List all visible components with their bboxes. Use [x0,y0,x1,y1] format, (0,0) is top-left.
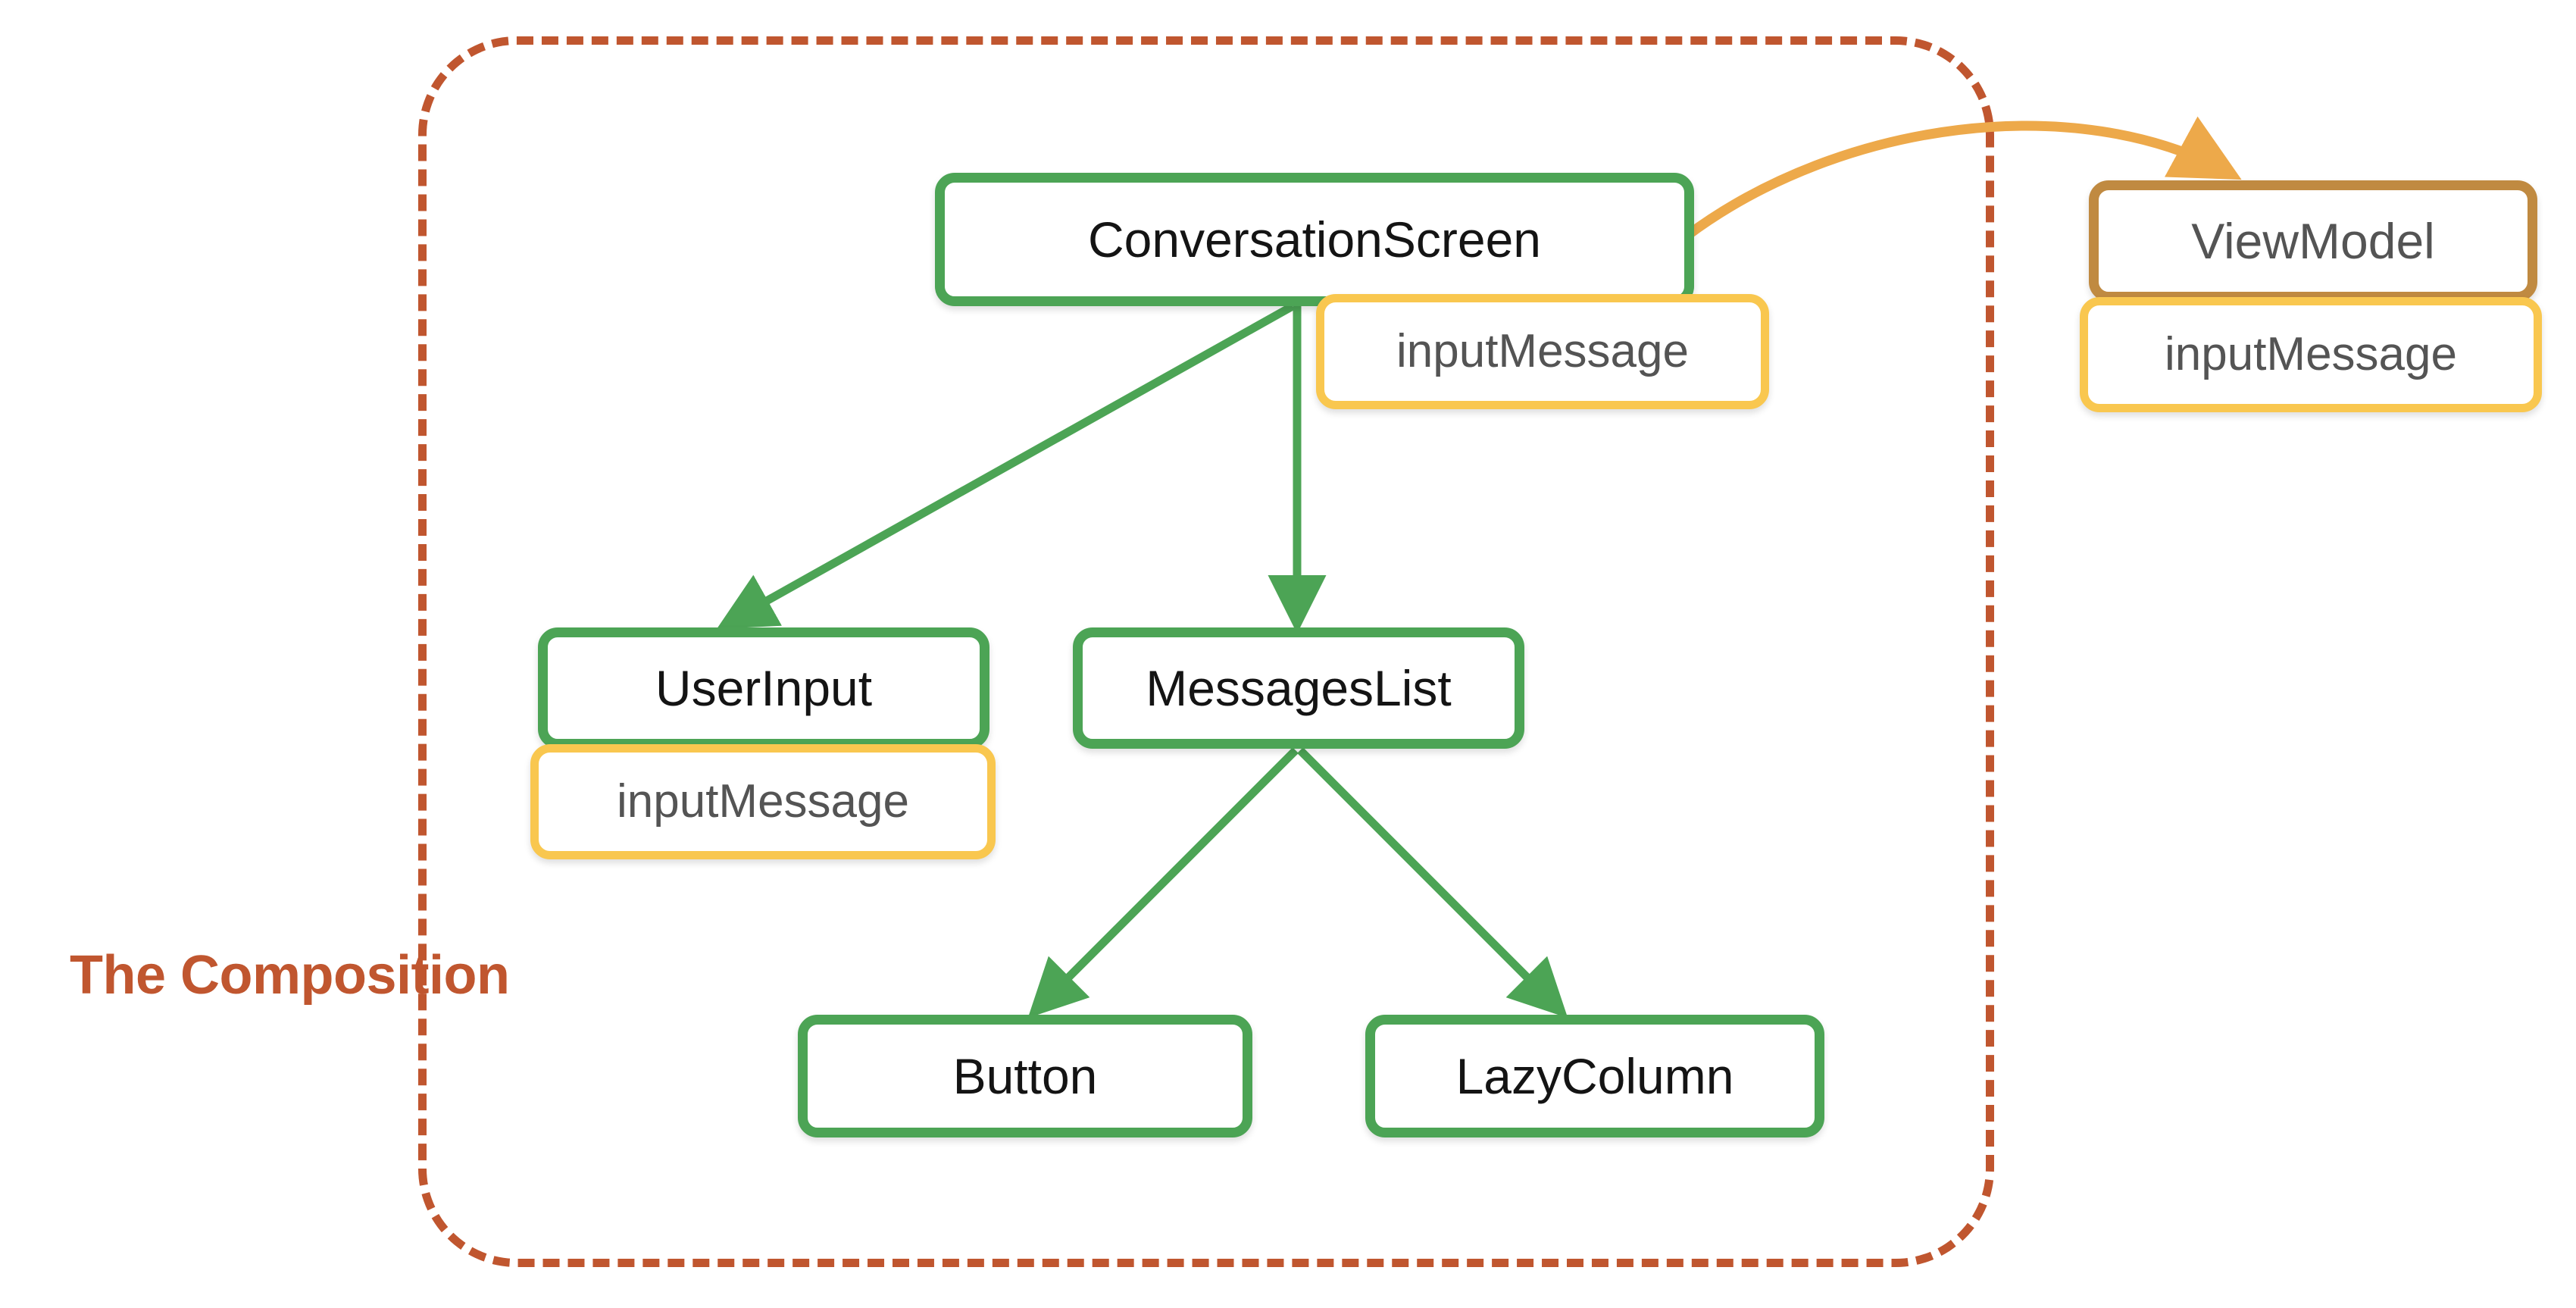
node-button[interactable]: Button [798,1015,1252,1137]
node-user-input-state-inputmessage[interactable]: inputMessage [530,744,996,859]
node-user-input[interactable]: UserInput [538,627,989,749]
node-user-input-state-label: inputMessage [616,775,910,828]
edge-messageslist-to-button [1027,747,1299,1019]
node-messages-list[interactable]: MessagesList [1073,627,1524,749]
node-conversation-screen-state-label: inputMessage [1396,325,1690,377]
node-view-model-state-label: inputMessage [2164,328,2458,380]
node-user-input-label: UserInput [655,660,873,716]
node-lazy-column-label: LazyColumn [1455,1048,1734,1104]
node-view-model[interactable]: ViewModel [2089,180,2537,302]
node-conversation-screen-state-inputmessage[interactable]: inputMessage [1316,294,1769,409]
node-view-model-state-inputmessage[interactable]: inputMessage [2080,297,2542,412]
node-view-model-label: ViewModel [2191,213,2435,269]
edge-messageslist-to-lazycolumn [1297,747,1568,1019]
composition-caption: The Composition [70,945,510,1006]
node-lazy-column[interactable]: LazyColumn [1365,1015,1824,1137]
node-conversation-screen[interactable]: ConversationScreen [935,173,1694,306]
edge-conversationscreen-to-userinput [717,302,1295,629]
node-button-label: Button [952,1048,1098,1104]
node-conversation-screen-label: ConversationScreen [1088,211,1541,268]
node-messages-list-label: MessagesList [1146,660,1452,716]
